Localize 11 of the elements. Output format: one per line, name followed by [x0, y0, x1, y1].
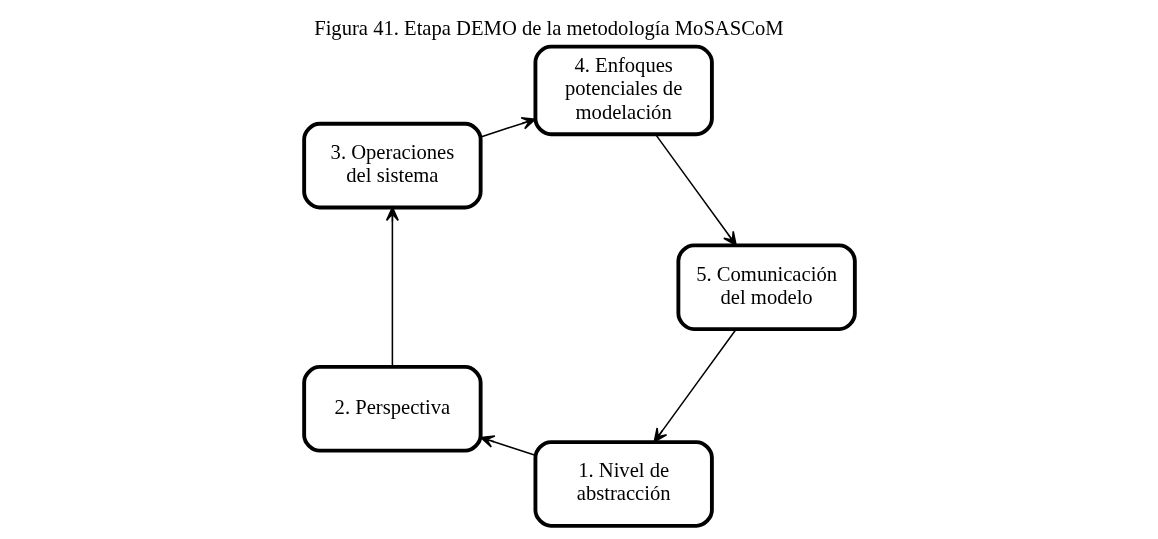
node-box: 3. Operaciones del sistema — [301, 121, 483, 210]
diagram-title: Figura 41. Etapa DEMO de la metodología MoSASCoM — [313, 16, 784, 39]
arrow — [479, 116, 536, 138]
node-box: 5. Comunicación del modelo — [675, 243, 857, 331]
node-box: 2. Perspectiva — [301, 365, 483, 453]
arrow — [385, 206, 399, 368]
node-box: 4. Enfoques potenciales de modelación — [533, 44, 714, 137]
arrow — [654, 133, 737, 246]
arrow — [479, 435, 536, 456]
arrow — [653, 328, 737, 443]
node-box: 1. Nivel de abstracción — [533, 440, 714, 528]
